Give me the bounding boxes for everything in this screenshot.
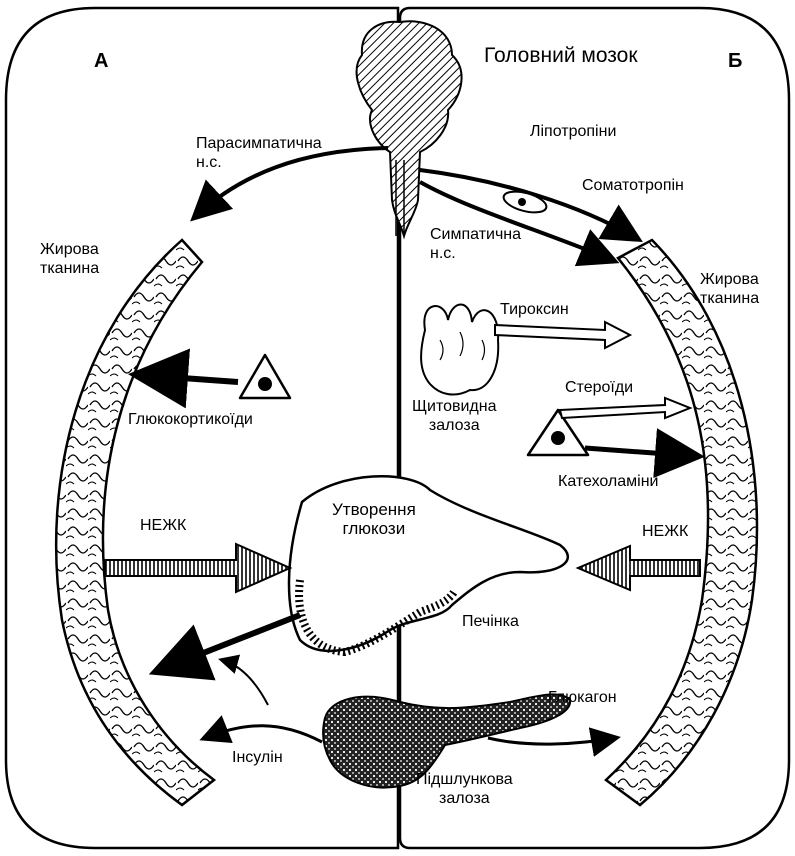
- panel-label-a: А: [94, 52, 108, 71]
- glucose-formation-label: Утворення глюкози: [332, 500, 416, 538]
- thyroxine-arrow: [495, 322, 630, 348]
- catecholamine-arrow: [585, 448, 695, 456]
- liver-icon: [289, 476, 568, 651]
- sympathetic-label: Симпатична н.с.: [430, 225, 521, 263]
- insulin-label: Інсулін: [232, 748, 283, 767]
- nefa-arrow-left: [105, 544, 290, 592]
- adrenal-gland-left-icon: [240, 355, 290, 398]
- brain-icon: [357, 21, 462, 236]
- lipotropins-label: Ліпотропіни: [530, 122, 616, 141]
- nefa-left-label: НЕЖК: [140, 516, 186, 535]
- nefa-right-label: НЕЖК: [642, 522, 688, 541]
- somatotropin-label: Соматотропін: [582, 176, 684, 195]
- liver-label: Печінка: [462, 612, 519, 631]
- brain-label: Головний мозок: [484, 46, 638, 65]
- nefa-arrow-right: [578, 546, 700, 590]
- parasympathetic-label: Парасимпатична н.с.: [196, 134, 322, 172]
- thyroxine-label: Тироксин: [500, 300, 569, 319]
- glucocorticoids-label: Глюкокортикоїди: [128, 410, 253, 429]
- insulin-arrow: [205, 726, 322, 742]
- catecholamines-label: Катехоламіни: [558, 472, 659, 491]
- thyroid-label: Щитовидна залоза: [412, 397, 497, 435]
- small-return-arrow: [222, 660, 268, 705]
- adipose-right-label: Жирова тканина: [700, 270, 759, 308]
- glucagon-label: Глюкагон: [548, 688, 617, 707]
- pancreas-label: Підшлункова залоза: [416, 770, 513, 808]
- panel-label-b: Б: [728, 52, 742, 71]
- thyroid-icon: [421, 305, 498, 395]
- adipose-left-label: Жирова тканина: [40, 240, 99, 278]
- liver-to-adipose-arrow: [160, 615, 300, 670]
- steroid-arrow: [560, 398, 690, 418]
- steroids-label: Стероїди: [565, 378, 633, 397]
- glucocorticoid-arrow: [140, 375, 238, 382]
- adipose-left-icon: [56, 240, 214, 805]
- glucagon-arrow: [488, 738, 615, 744]
